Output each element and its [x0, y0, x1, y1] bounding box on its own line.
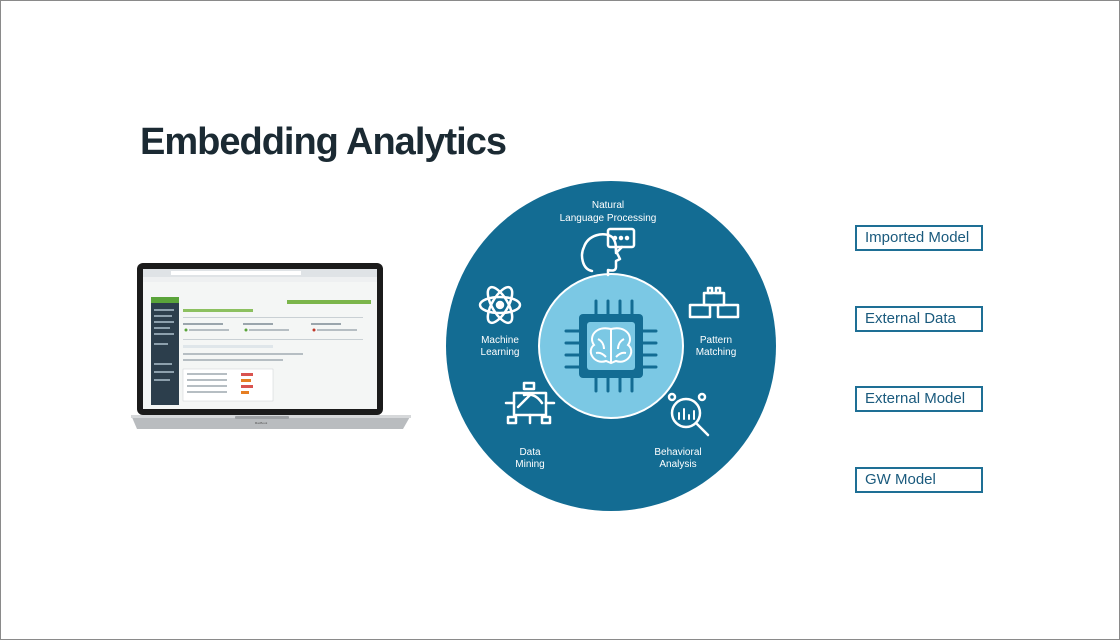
head-speech-icon: [580, 227, 636, 277]
laptop-brand-label: MacBook: [255, 421, 268, 425]
blocks-icon: [688, 286, 740, 319]
slide-title: Embedding Analytics: [140, 121, 507, 163]
magnifier-chart-icon: [667, 392, 710, 437]
gw-model-button[interactable]: GW Model: [855, 467, 983, 493]
segment-behavioral-line1: Behavioral: [654, 447, 701, 458]
pickaxe-icon: [504, 381, 556, 425]
external-model-button[interactable]: External Model: [855, 386, 983, 412]
external-data-button[interactable]: External Data: [855, 306, 983, 332]
segment-mining-line2: Mining: [515, 459, 544, 470]
segment-mining-line1: Data: [519, 447, 541, 458]
analytics-wheel: Natural Language Processing Pattern Matc…: [446, 181, 776, 511]
segment-pattern-line2: Matching: [696, 347, 737, 358]
segment-nlp-line1: Natural: [592, 200, 624, 211]
segment-ml-line1: Machine: [481, 335, 519, 346]
segment-behavioral-line2: Analysis: [659, 459, 696, 470]
imported-model-button[interactable]: Imported Model: [855, 225, 983, 251]
atom-icon: [478, 285, 522, 325]
segment-pattern-line1: Pattern: [700, 335, 732, 346]
brain-chip-icon: [564, 299, 658, 393]
laptop-image: MacBook: [131, 263, 411, 429]
segment-nlp-line2: Language Processing: [560, 213, 657, 224]
segment-ml-line2: Learning: [481, 347, 520, 358]
